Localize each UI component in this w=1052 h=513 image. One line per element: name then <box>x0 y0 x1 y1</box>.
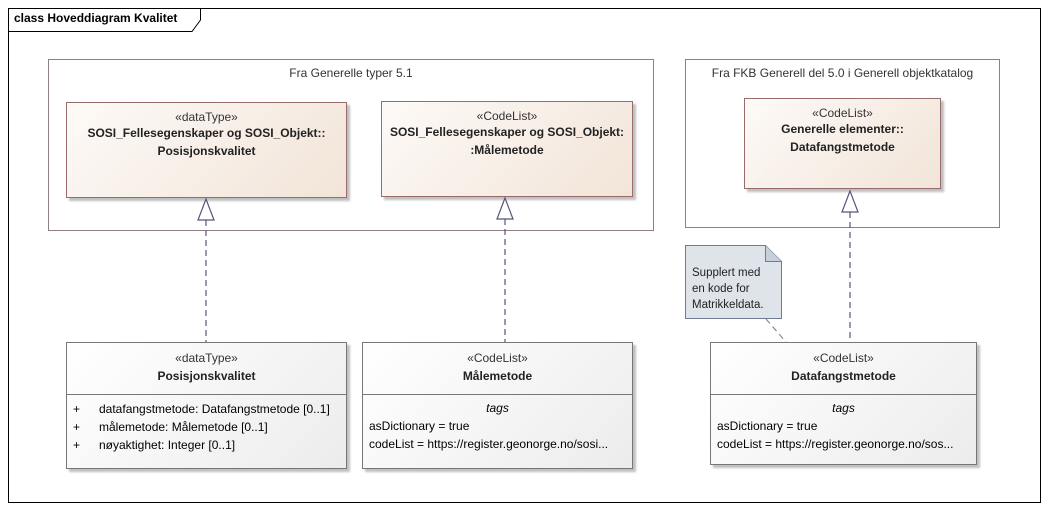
tag-value: codeList = https://register.geonorge.no/… <box>369 437 609 451</box>
note-shape <box>685 245 782 319</box>
tags-section: tags asDictionary = true codeList = http… <box>363 395 632 457</box>
note-text: Supplert med en kode for Matrikkeldata. <box>692 267 764 311</box>
class-name: Generelle elementer:: <box>781 122 904 136</box>
attribute-text: nøyaktighet: Integer [0..1] <box>99 438 236 452</box>
attribute-row[interactable]: + målemetode: Målemetode [0..1] <box>71 418 342 436</box>
attribute-text: datafangstmetode: Datafangstmetode [0..1… <box>99 402 330 416</box>
package-label: Fra Generelle typer 5.1 <box>289 66 413 80</box>
class-header: «CodeList» Målemetode <box>363 343 632 395</box>
attribute-text: målemetode: Målemetode [0..1] <box>99 420 268 434</box>
class-name: SOSI_Fellesegenskaper og SOSI_Objekt:: <box>87 126 326 140</box>
arrowhead-icon <box>841 189 859 213</box>
stereotype-label: «dataType» <box>175 351 238 365</box>
tag-value: asDictionary = true <box>717 419 818 433</box>
note-link-line <box>765 318 787 343</box>
attribute-row[interactable]: + nøyaktighet: Integer [0..1] <box>71 436 342 454</box>
tag-value: codeList = https://register.geonorge.no/… <box>717 437 954 451</box>
class-source-posisjonskvalitet[interactable]: «dataType» SOSI_Fellesegenskaper og SOSI… <box>66 102 347 198</box>
class-name: :Målemetode <box>470 143 544 157</box>
class-name: Posisjonskvalitet <box>157 369 256 383</box>
attribute-list: + datafangstmetode: Datafangstmetode [0.… <box>67 395 346 459</box>
class-name: SOSI_Fellesegenskaper og SOSI_Objekt: <box>389 125 625 139</box>
stereotype-label: «CodeList» <box>812 106 873 120</box>
tags-title: tags <box>486 401 509 415</box>
class-datafangstmetode[interactable]: «CodeList» Datafangstmetode tags asDicti… <box>710 342 977 465</box>
visibility-marker: + <box>73 402 81 416</box>
class-source-malemetode[interactable]: «CodeList» SOSI_Fellesegenskaper og SOSI… <box>381 101 633 197</box>
frame-title: class Hoveddiagram Kvalitet <box>14 11 178 25</box>
frame-title-tab <box>8 8 201 32</box>
stereotype-label: «dataType» <box>175 110 238 124</box>
diagram-frame <box>8 8 1041 503</box>
visibility-marker: + <box>73 420 81 434</box>
tags-title: tags <box>832 401 855 415</box>
class-header: «dataType» Posisjonskvalitet <box>67 343 346 395</box>
arrowhead-icon <box>197 197 215 221</box>
tags-section: tags asDictionary = true codeList = http… <box>711 395 976 457</box>
class-name: Målemetode <box>462 369 533 383</box>
arrowhead-icon <box>496 196 514 220</box>
class-name: Datafangstmetode <box>791 369 896 383</box>
stereotype-label: «CodeList» <box>476 109 538 123</box>
stereotype-label: «CodeList» <box>467 351 528 365</box>
class-name: Posisjonskvalitet <box>157 144 256 158</box>
class-malemetode[interactable]: «CodeList» Målemetode tags asDictionary … <box>362 342 633 469</box>
tag-value: asDictionary = true <box>369 419 470 433</box>
class-source-datafangstmetode[interactable]: «CodeList» Generelle elementer:: Datafan… <box>744 98 941 189</box>
class-name: Datafangstmetode <box>790 140 895 154</box>
class-header: «CodeList» Datafangstmetode <box>711 343 976 395</box>
class-posisjonskvalitet[interactable]: «dataType» Posisjonskvalitet + datafangs… <box>66 342 347 469</box>
attribute-row[interactable]: + datafangstmetode: Datafangstmetode [0.… <box>71 400 342 418</box>
stereotype-label: «CodeList» <box>813 351 874 365</box>
package-label: Fra FKB Generell del 5.0 i Generell obje… <box>711 66 974 80</box>
visibility-marker: + <box>73 438 81 452</box>
